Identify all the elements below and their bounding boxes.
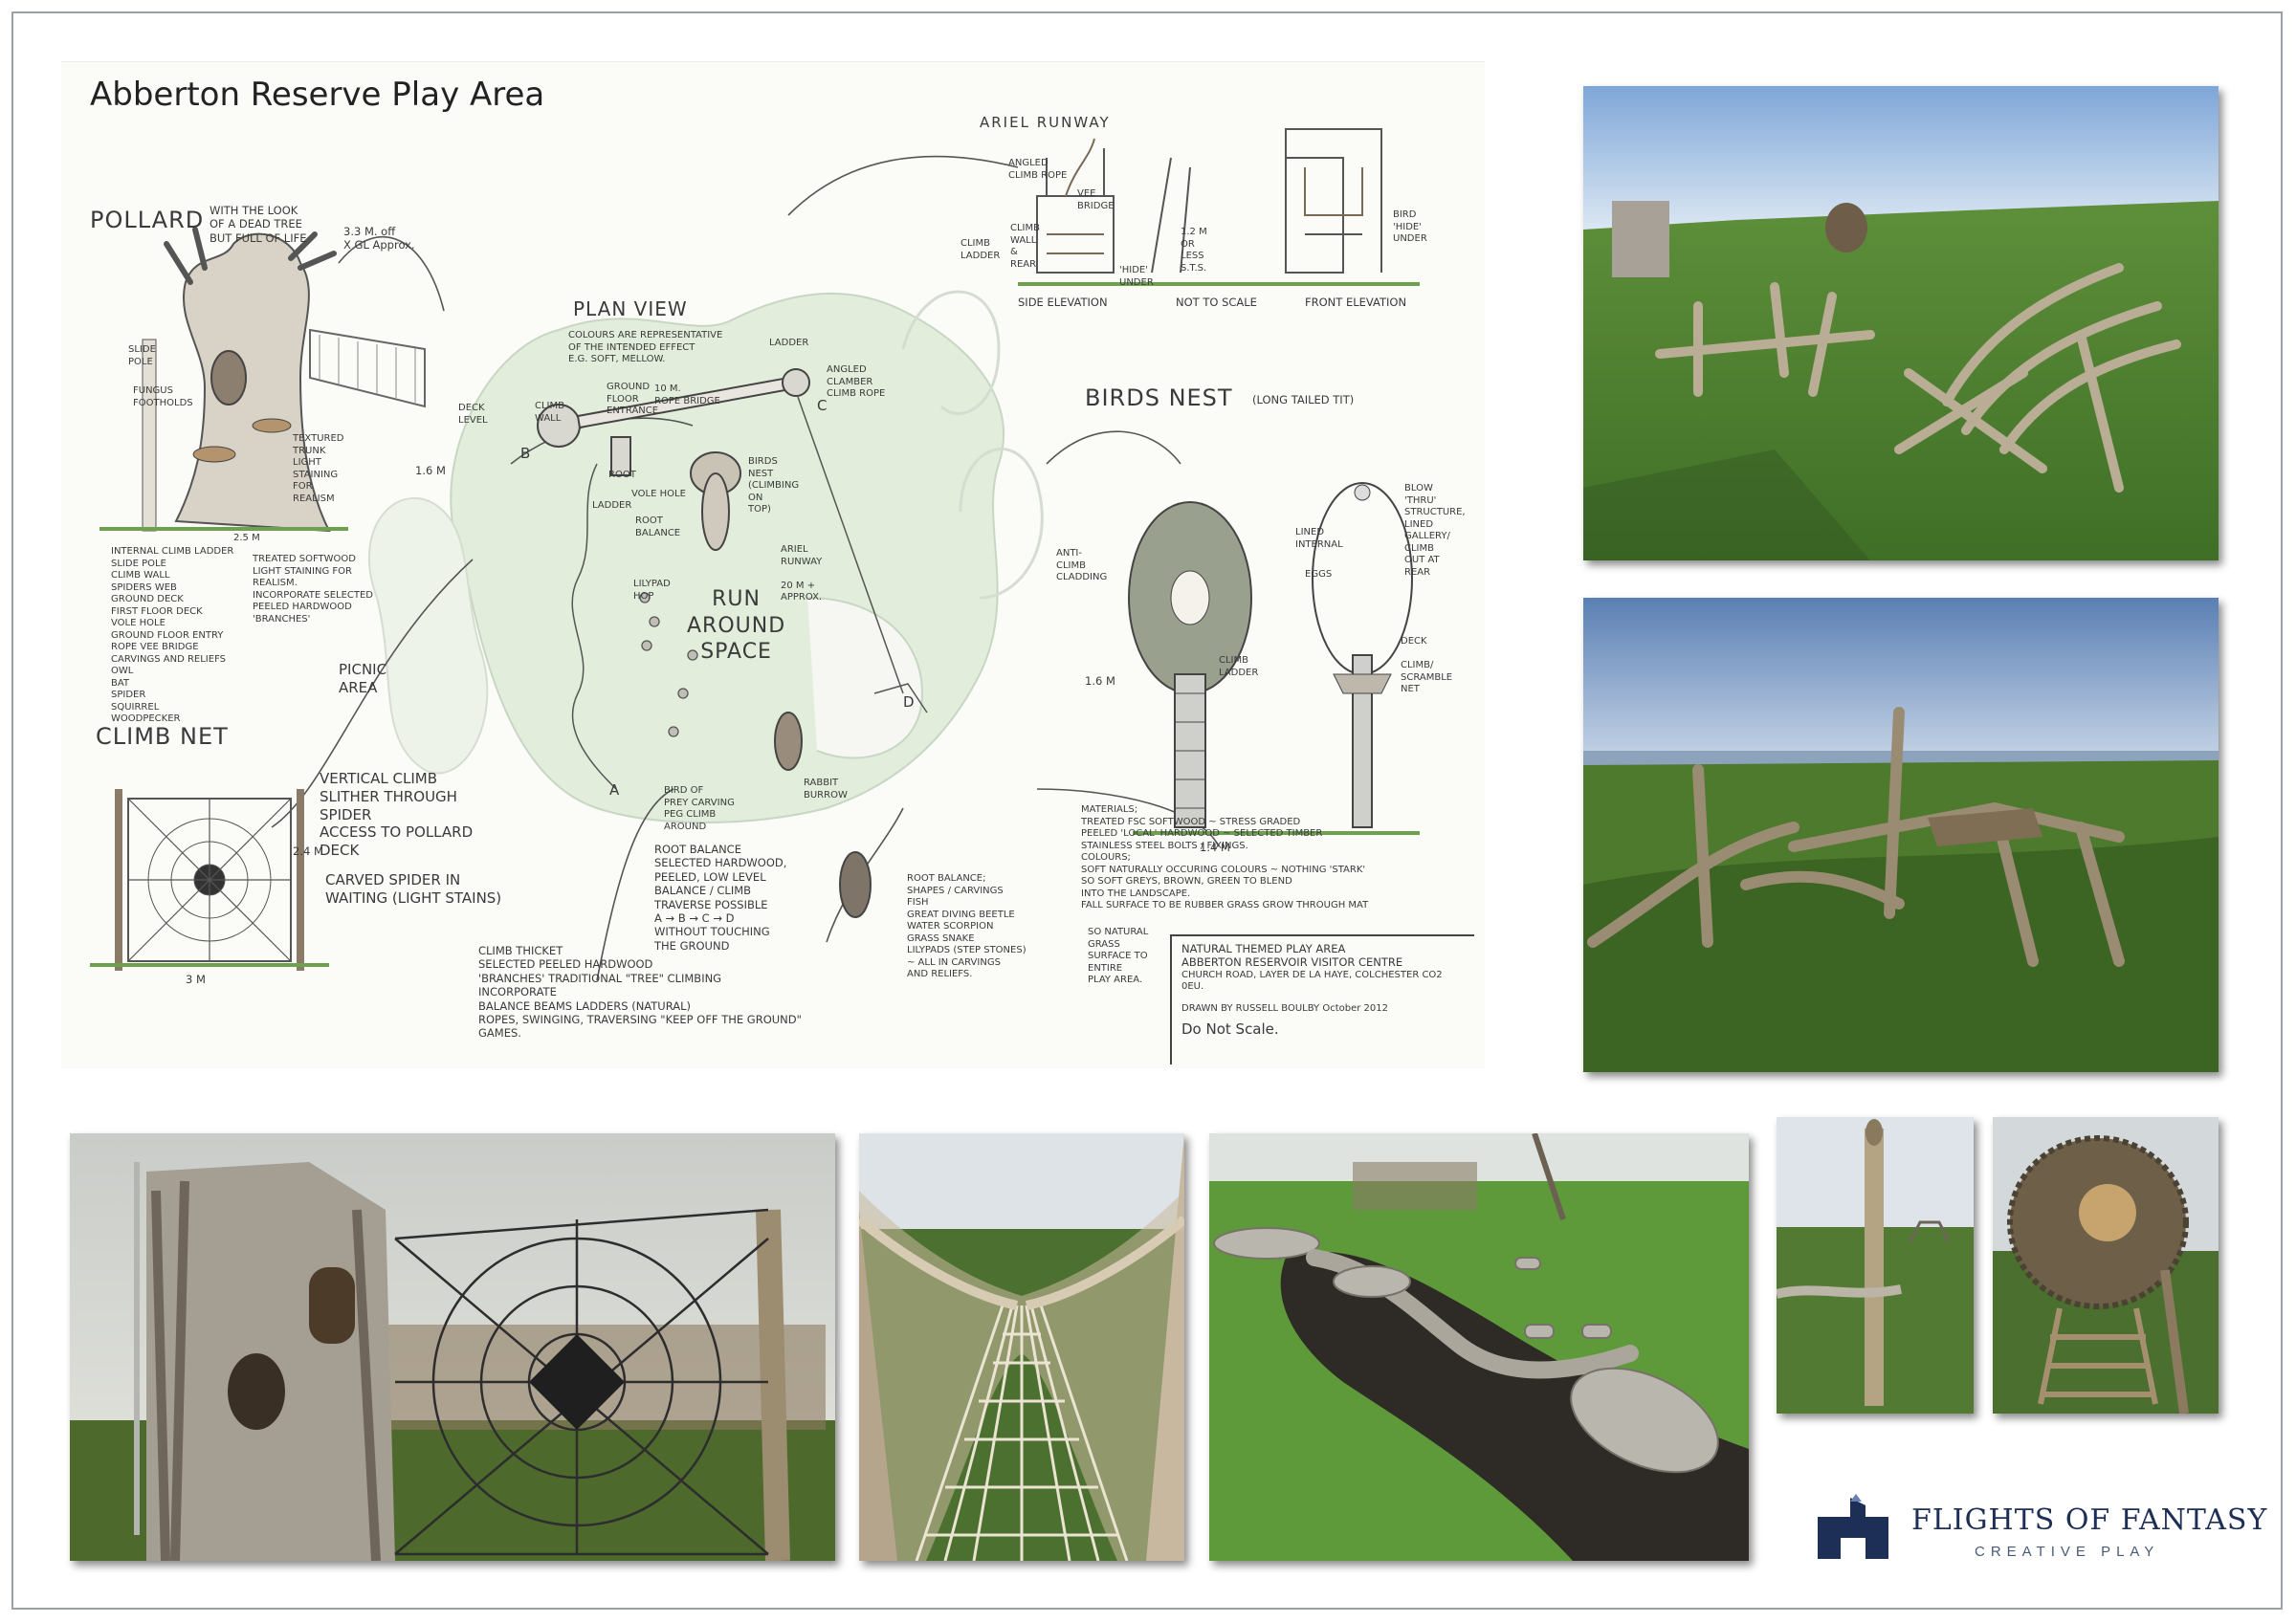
birds-nest-width-dim: 1.4 M [1200, 841, 1230, 854]
plan-ladder-label: LADDER [769, 338, 809, 348]
design-sketch: Abberton Reserve Play Area POLLARD WITH … [61, 61, 1485, 1068]
pollard-tree-drawing [99, 227, 426, 533]
ariel-climb-wall-label: CLIMB WALL & REAR [1010, 223, 1040, 270]
plan-rabbit-label: RABBIT BURROW [804, 778, 848, 801]
climb-net-height-dim: 2.4 M [293, 844, 323, 858]
ariel-runway-heading: ARIEL RUNWAY [980, 114, 1111, 131]
title-block-line-1: NATURAL THEMED PLAY AREA [1181, 942, 1346, 955]
climb-net-description: VERTICAL CLIMB SLITHER THROUGH SPIDER AC… [320, 770, 474, 859]
plan-vole-hole-label: VOLE HOLE [631, 489, 686, 499]
plan-root-label: ROOT [608, 470, 636, 480]
ariel-front-elevation: FRONT ELEVATION [1305, 296, 1407, 309]
plan-ground-floor-label: GROUND FLOOR ENTRANCE [607, 382, 659, 416]
picnic-area-label: PICNIC AREA [339, 661, 387, 696]
flights-of-fantasy-logo: FLIGHTS OF FANTASY CREATIVE PLAY [1812, 1490, 2266, 1567]
root-balance-note: ROOT BALANCE SELECTED HARDWOOD, PEELED, … [654, 843, 787, 953]
title-block-line-4: DRAWN BY RUSSELL BOULBY October 2012 [1181, 1002, 1388, 1014]
title-block-line-2: ABBERTON RESERVOIR VISITOR CENTRE [1181, 955, 1403, 970]
climb-thicket-note: CLIMB THICKET SELECTED PEELED HARDWOOD '… [478, 944, 802, 1041]
plan-climb-wall-label: CLIMB WALL [535, 401, 564, 424]
fall-surface-note: SO NATURAL GRASS SURFACE TO ENTIRE PLAY … [1088, 927, 1149, 985]
birds-nest-drawing [1128, 482, 1420, 835]
photo-rope-bridge [859, 1133, 1184, 1561]
pollard-slide-label: SLIDE POLE [128, 344, 156, 367]
pollard-height-dim: 1.6 M [415, 464, 446, 477]
photo-root-balance-bridge [1583, 598, 2219, 1072]
title-block: NATURAL THEMED PLAY AREA ABBERTON RESERV… [1170, 934, 1474, 1064]
plan-birds-nest-label: BIRDS NEST (CLIMBING ON TOP) [748, 456, 800, 515]
plan-point-b: B [520, 445, 531, 462]
plan-lilypad-label: LILYPAD HOP [633, 579, 671, 602]
logo-name: FLIGHTS OF FANTASY [1911, 1503, 2268, 1537]
ariel-hide-label: 'HIDE' UNDER [1119, 265, 1154, 288]
birds-nest-subheading: (LONG TAILED TIT) [1252, 393, 1355, 406]
pollard-heading: POLLARD [90, 207, 205, 233]
birds-nest-anti-climb: ANTI- CLIMB CLADDING [1056, 548, 1108, 582]
plan-bird-prey-label: BIRD OF PREY CARVING PEG CLIMB AROUND [664, 785, 735, 832]
plan-ladder2-label: LADDER [592, 500, 632, 511]
birds-nest-blow: BLOW 'THRU' STRUCTURE, LINED GALLERY/ CL… [1404, 483, 1466, 578]
pollard-materials-note: TREATED SOFTWOOD LIGHT STAINING FOR REAL… [253, 554, 374, 625]
photo-root-balance-carvings [1209, 1133, 1749, 1561]
plan-point-c: C [817, 397, 828, 414]
ariel-climb-ladder-label: CLIMB LADDER [960, 238, 1001, 261]
pollard-textured-label: TEXTURED TRUNK LIGHT STAINING FOR REALIS… [293, 433, 344, 504]
birds-nest-height-dim: 1.6 M [1085, 674, 1115, 688]
ariel-bird-hide-label: BIRD 'HIDE' UNDER [1393, 209, 1427, 244]
climb-net-width-dim: 3 M [186, 973, 206, 986]
logo-tagline: CREATIVE PLAY [1975, 1544, 2160, 1560]
birds-nest-eggs: EGGS [1305, 569, 1333, 580]
plan-run-around-label: RUN AROUND SPACE [687, 587, 786, 664]
plan-ariel-label: ARIEL RUNWAY 20 M + APPROX. [781, 544, 823, 603]
climb-net-carved-note: CARVED SPIDER IN WAITING (LIGHT STAINS) [325, 871, 502, 907]
sketch-drawing [90, 128, 1420, 981]
title-block-line-3: CHURCH ROAD, LAYER DE LA HAYE, COLCHESTE… [1181, 969, 1443, 993]
photo-pollard-and-spider-net [70, 1133, 835, 1561]
photo-climb-thicket-wide [1583, 86, 2219, 560]
ariel-not-to-scale: NOT TO SCALE [1176, 296, 1257, 309]
photo-birds-nest [1993, 1117, 2219, 1414]
birds-nest-heading: BIRDS NEST [1085, 384, 1233, 411]
pollard-fungus-label: FUNGUS FOOTHOLDS [133, 385, 193, 408]
pollard-width-dim: 2.5 M [233, 533, 260, 543]
ariel-runway-drawing [1018, 128, 1420, 286]
materials-note: MATERIALS; TREATED FSC SOFTWOOD ~ STRESS… [1081, 804, 1369, 910]
ariel-angled-label: ANGLED CLIMB ROPE [1008, 158, 1068, 181]
pollard-look-note: WITH THE LOOK OF A DEAD TREE BUT FULL OF… [210, 204, 307, 245]
plan-angled-label: ANGLED CLAMBER CLIMB ROPE [827, 364, 886, 399]
ariel-height-label: 1.2 M OR LESS S.T.S. [1181, 227, 1207, 274]
climb-net-heading: CLIMB NET [96, 723, 229, 750]
plan-point-a: A [609, 781, 620, 799]
plan-point-d: D [903, 693, 915, 711]
plan-root-balance-label: ROOT BALANCE [635, 515, 681, 538]
ariel-side-elevation: SIDE ELEVATION [1018, 296, 1108, 309]
ariel-vee-label: VEE BRIDGE [1077, 188, 1115, 211]
pollard-height-note: 3.3 M. off X GL Approx. [343, 225, 415, 252]
pollard-deck-label: DECK LEVEL [458, 403, 488, 426]
title-block-line-5: Do Not Scale. [1181, 1020, 1279, 1039]
page-title: Abberton Reserve Play Area [90, 76, 545, 114]
plan-view-heading: PLAN VIEW [573, 297, 688, 320]
plan-view-note: COLOURS ARE REPRESENTATIVE OF THE INTEND… [568, 330, 723, 364]
root-balance-shapes-note: ROOT BALANCE; SHAPES / CARVINGS FISH GRE… [907, 873, 1027, 979]
photo-bird-pole [1777, 1117, 1974, 1414]
plan-rope-bridge-label: 10 M. ROPE BRIDGE [654, 384, 720, 406]
logo-mark-icon [1818, 1494, 1888, 1559]
birds-nest-deck: DECK CLIMB/ SCRAMBLE NET [1401, 636, 1453, 694]
climb-net-drawing [90, 789, 329, 971]
birds-nest-lined: LINED INTERNAL [1295, 527, 1343, 550]
birds-nest-climb-ladder: CLIMB LADDER [1219, 655, 1259, 678]
pollard-features-list: INTERNAL CLIMB LADDER SLIDE POLE CLIMB W… [111, 546, 234, 724]
